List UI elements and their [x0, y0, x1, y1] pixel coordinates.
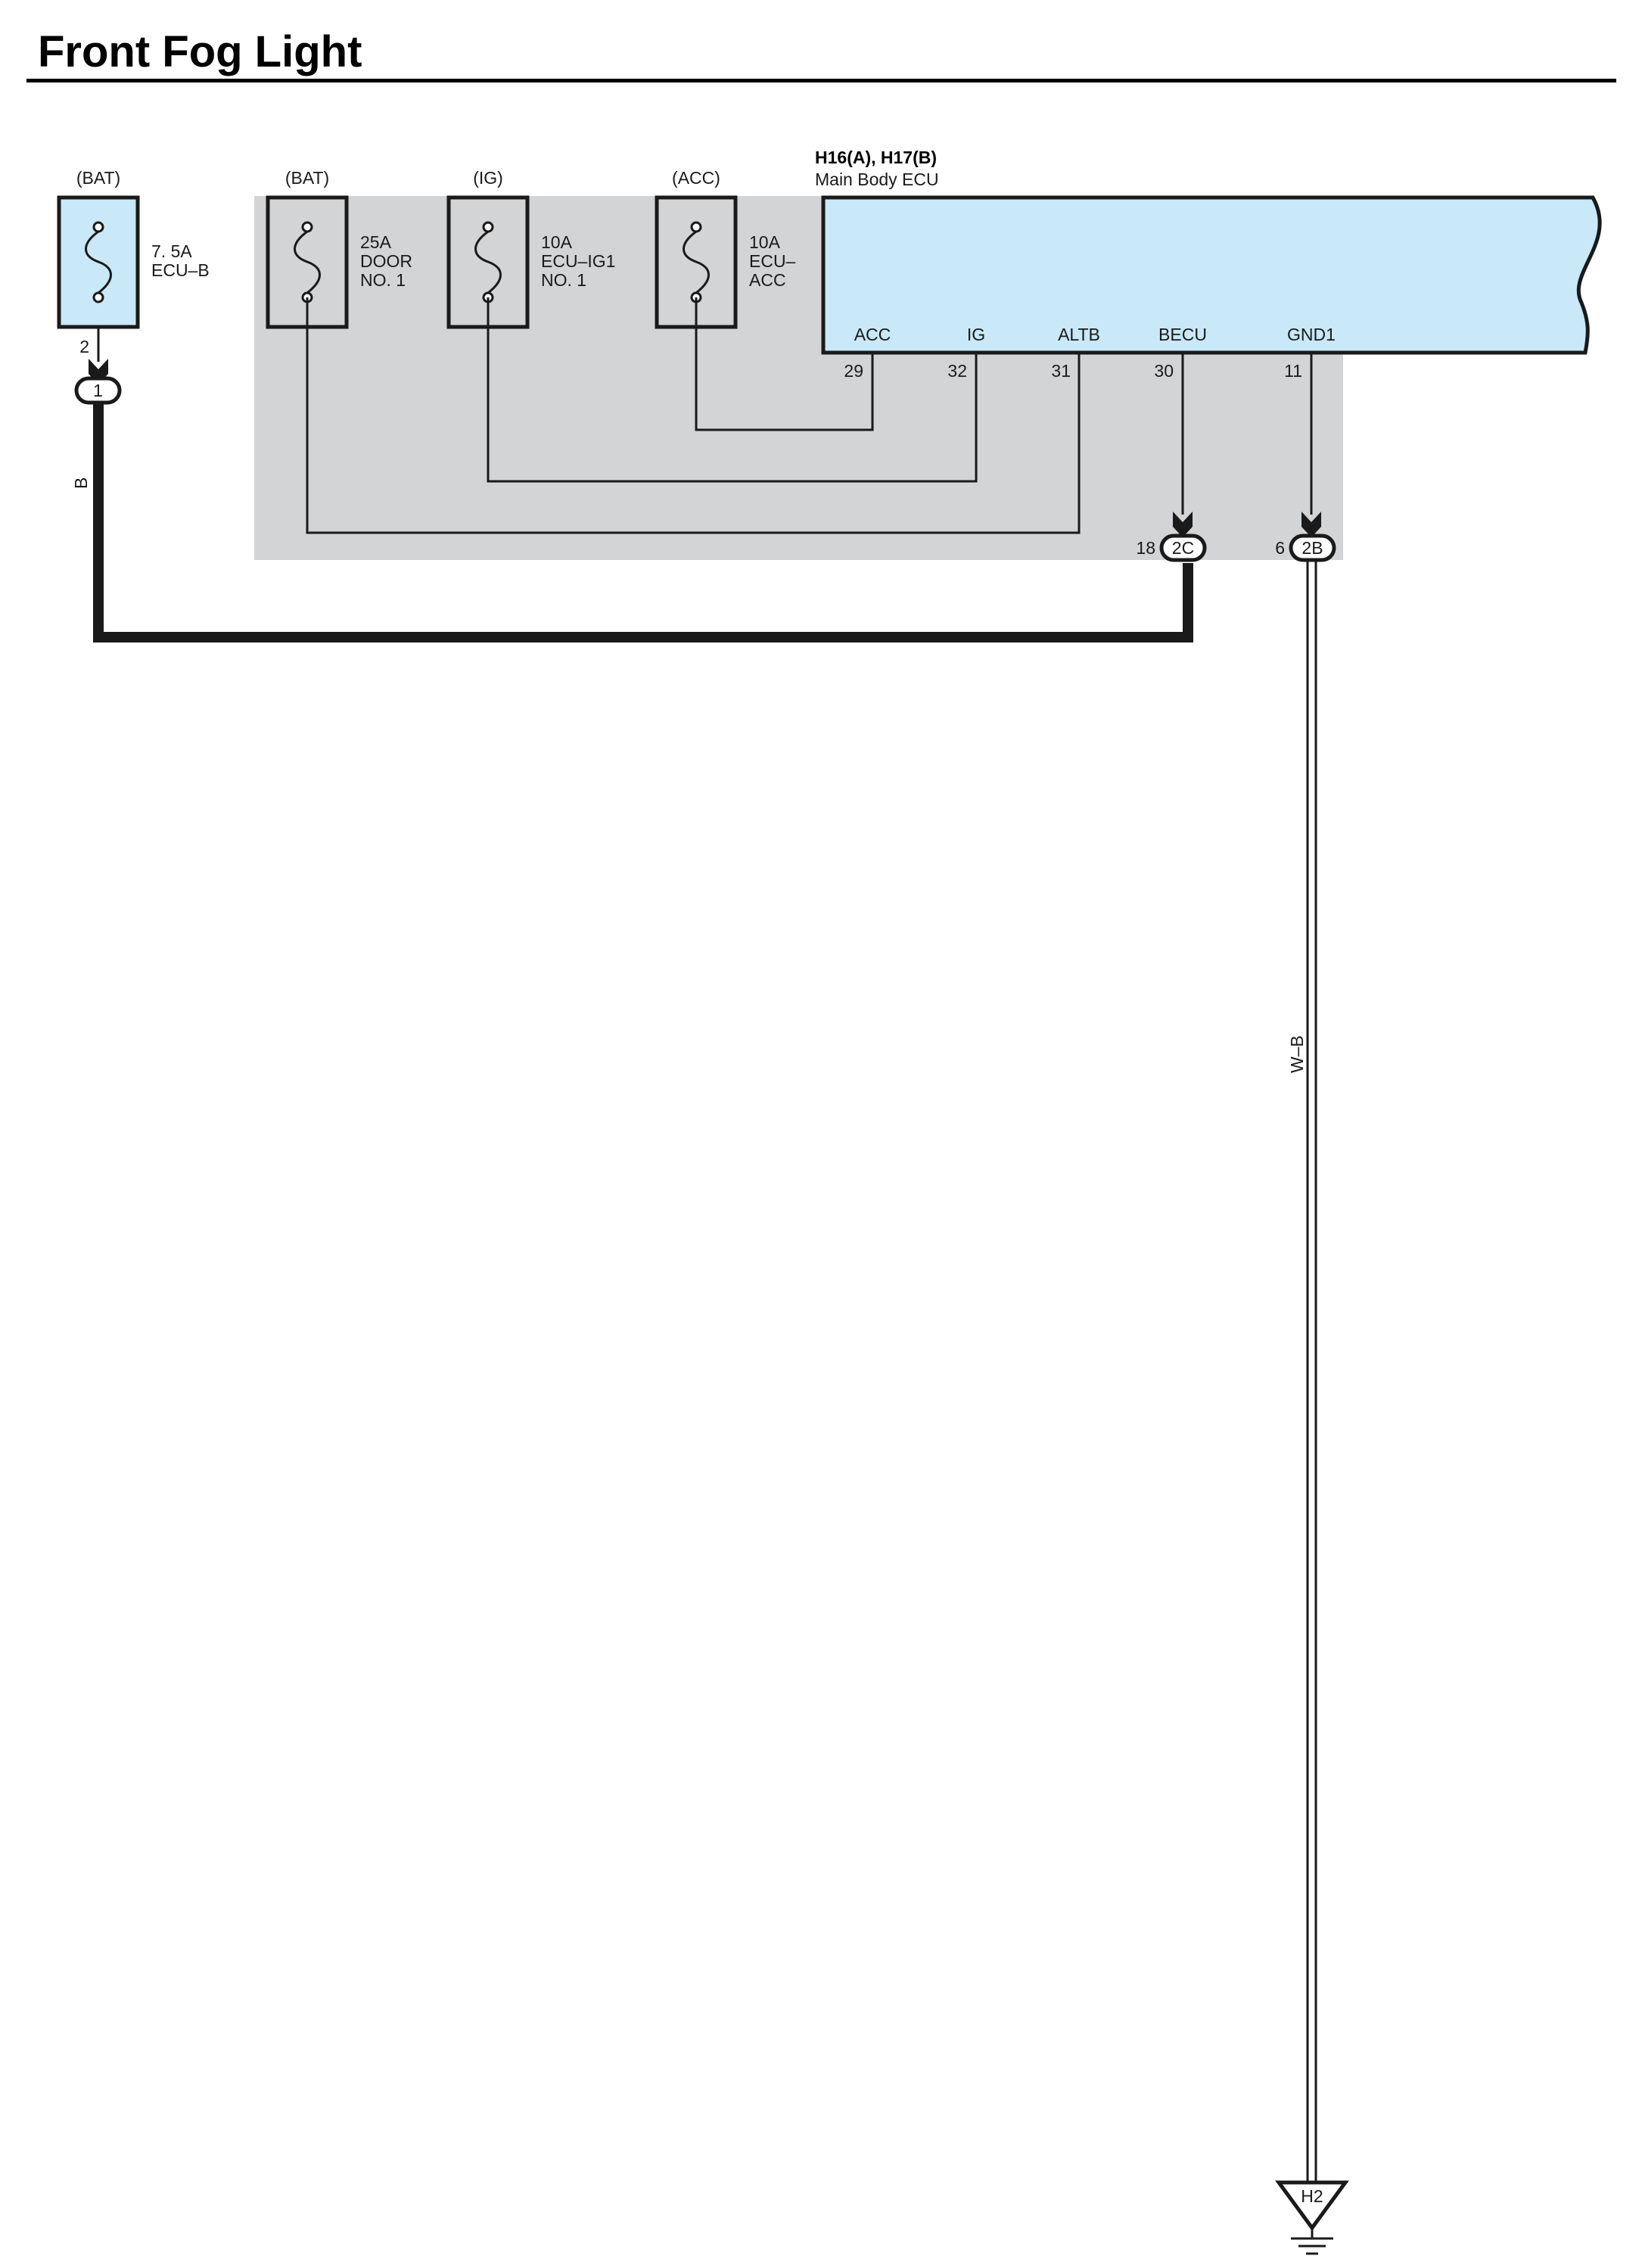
wire-acc: [695, 297, 874, 431]
fuse-door-name-line1: DOOR: [360, 251, 412, 271]
fuse-ecu-b-source: (BAT): [76, 168, 120, 188]
fuse-ecu-ig1-rating: 10A: [541, 232, 573, 252]
ecu-pin-acc-number: 29: [844, 361, 863, 381]
arrow-connector-2c: [1173, 512, 1193, 537]
connector-2b-label: 2B: [1301, 538, 1323, 558]
fuse-ecu-ig1-name-line1: ECU–IG1: [541, 251, 615, 271]
wire-color-wb: W–B: [1287, 1035, 1307, 1073]
ecu-pin-altb-number: 31: [1051, 361, 1071, 381]
ecu-pin-ig-number: 32: [947, 361, 967, 381]
arrow-connector-2b: [1301, 512, 1321, 537]
wire-battery-feed: [93, 401, 1193, 642]
fuse-ecu-ig1-source: (IG): [473, 168, 503, 188]
fuse-ecu-acc-name-line2: ACC: [749, 270, 786, 290]
wire-color-b: B: [71, 478, 91, 489]
wire-ground: [1306, 560, 1317, 2182]
fuse-ecu-ig1-name-line2: NO. 1: [541, 270, 586, 290]
connector-2b-pin: 6: [1275, 538, 1285, 558]
ecu-pin-gnd1-number: 11: [1284, 361, 1302, 381]
fuse-out-pin-label: 2: [79, 337, 89, 356]
main-body-ecu-box: [821, 195, 1602, 355]
fuse-ecu-ig1-icon: [474, 221, 502, 303]
fuse-ecu-b-icon: [85, 221, 112, 303]
ecu-connector-label: H16(A), H17(B): [815, 148, 937, 167]
fuse-door-rating: 25A: [360, 232, 392, 252]
fuse-door-source: (BAT): [285, 168, 329, 188]
connector-2c-label: 2C: [1172, 538, 1194, 558]
fuse-ecu-b-name: ECU–B: [151, 260, 210, 280]
fuse-ecu-acc-rating: 10A: [749, 232, 781, 252]
ecu-pin-becu-name: BECU: [1158, 325, 1207, 344]
connector-1: [74, 376, 122, 405]
ecu-pin-gnd1-name: GND1: [1287, 325, 1336, 344]
fuse-ecu-acc-source: (ACC): [672, 168, 720, 188]
title-underline: [26, 79, 1616, 82]
connector-2b: [1289, 534, 1336, 562]
page-title: Front Fog Light: [38, 27, 362, 76]
ground-symbol-icon: [1291, 2228, 1333, 2255]
wire-altb: [306, 297, 1081, 534]
fuse-ecu-b-rating: 7. 5A: [151, 241, 192, 261]
wire-ig: [487, 297, 978, 483]
ground-point-label: H2: [1301, 2186, 1323, 2206]
connector-2c-pin: 18: [1136, 538, 1155, 558]
ecu-pin-becu-number: 30: [1154, 361, 1174, 381]
connector-1-label: 1: [93, 381, 103, 400]
ecu-name: Main Body ECU: [815, 170, 939, 189]
ecu-pin-altb-name: ALTB: [1058, 325, 1100, 344]
fuse-ecu-acc-name-line1: ECU–: [749, 251, 796, 271]
connector-2c: [1159, 534, 1207, 562]
ecu-pin-acc-name: ACC: [854, 325, 891, 344]
ecu-pin-ig-name: IG: [967, 325, 985, 344]
ground-point-triangle: [1275, 2180, 1349, 2232]
fuse-door-name-line2: NO. 1: [360, 270, 406, 290]
